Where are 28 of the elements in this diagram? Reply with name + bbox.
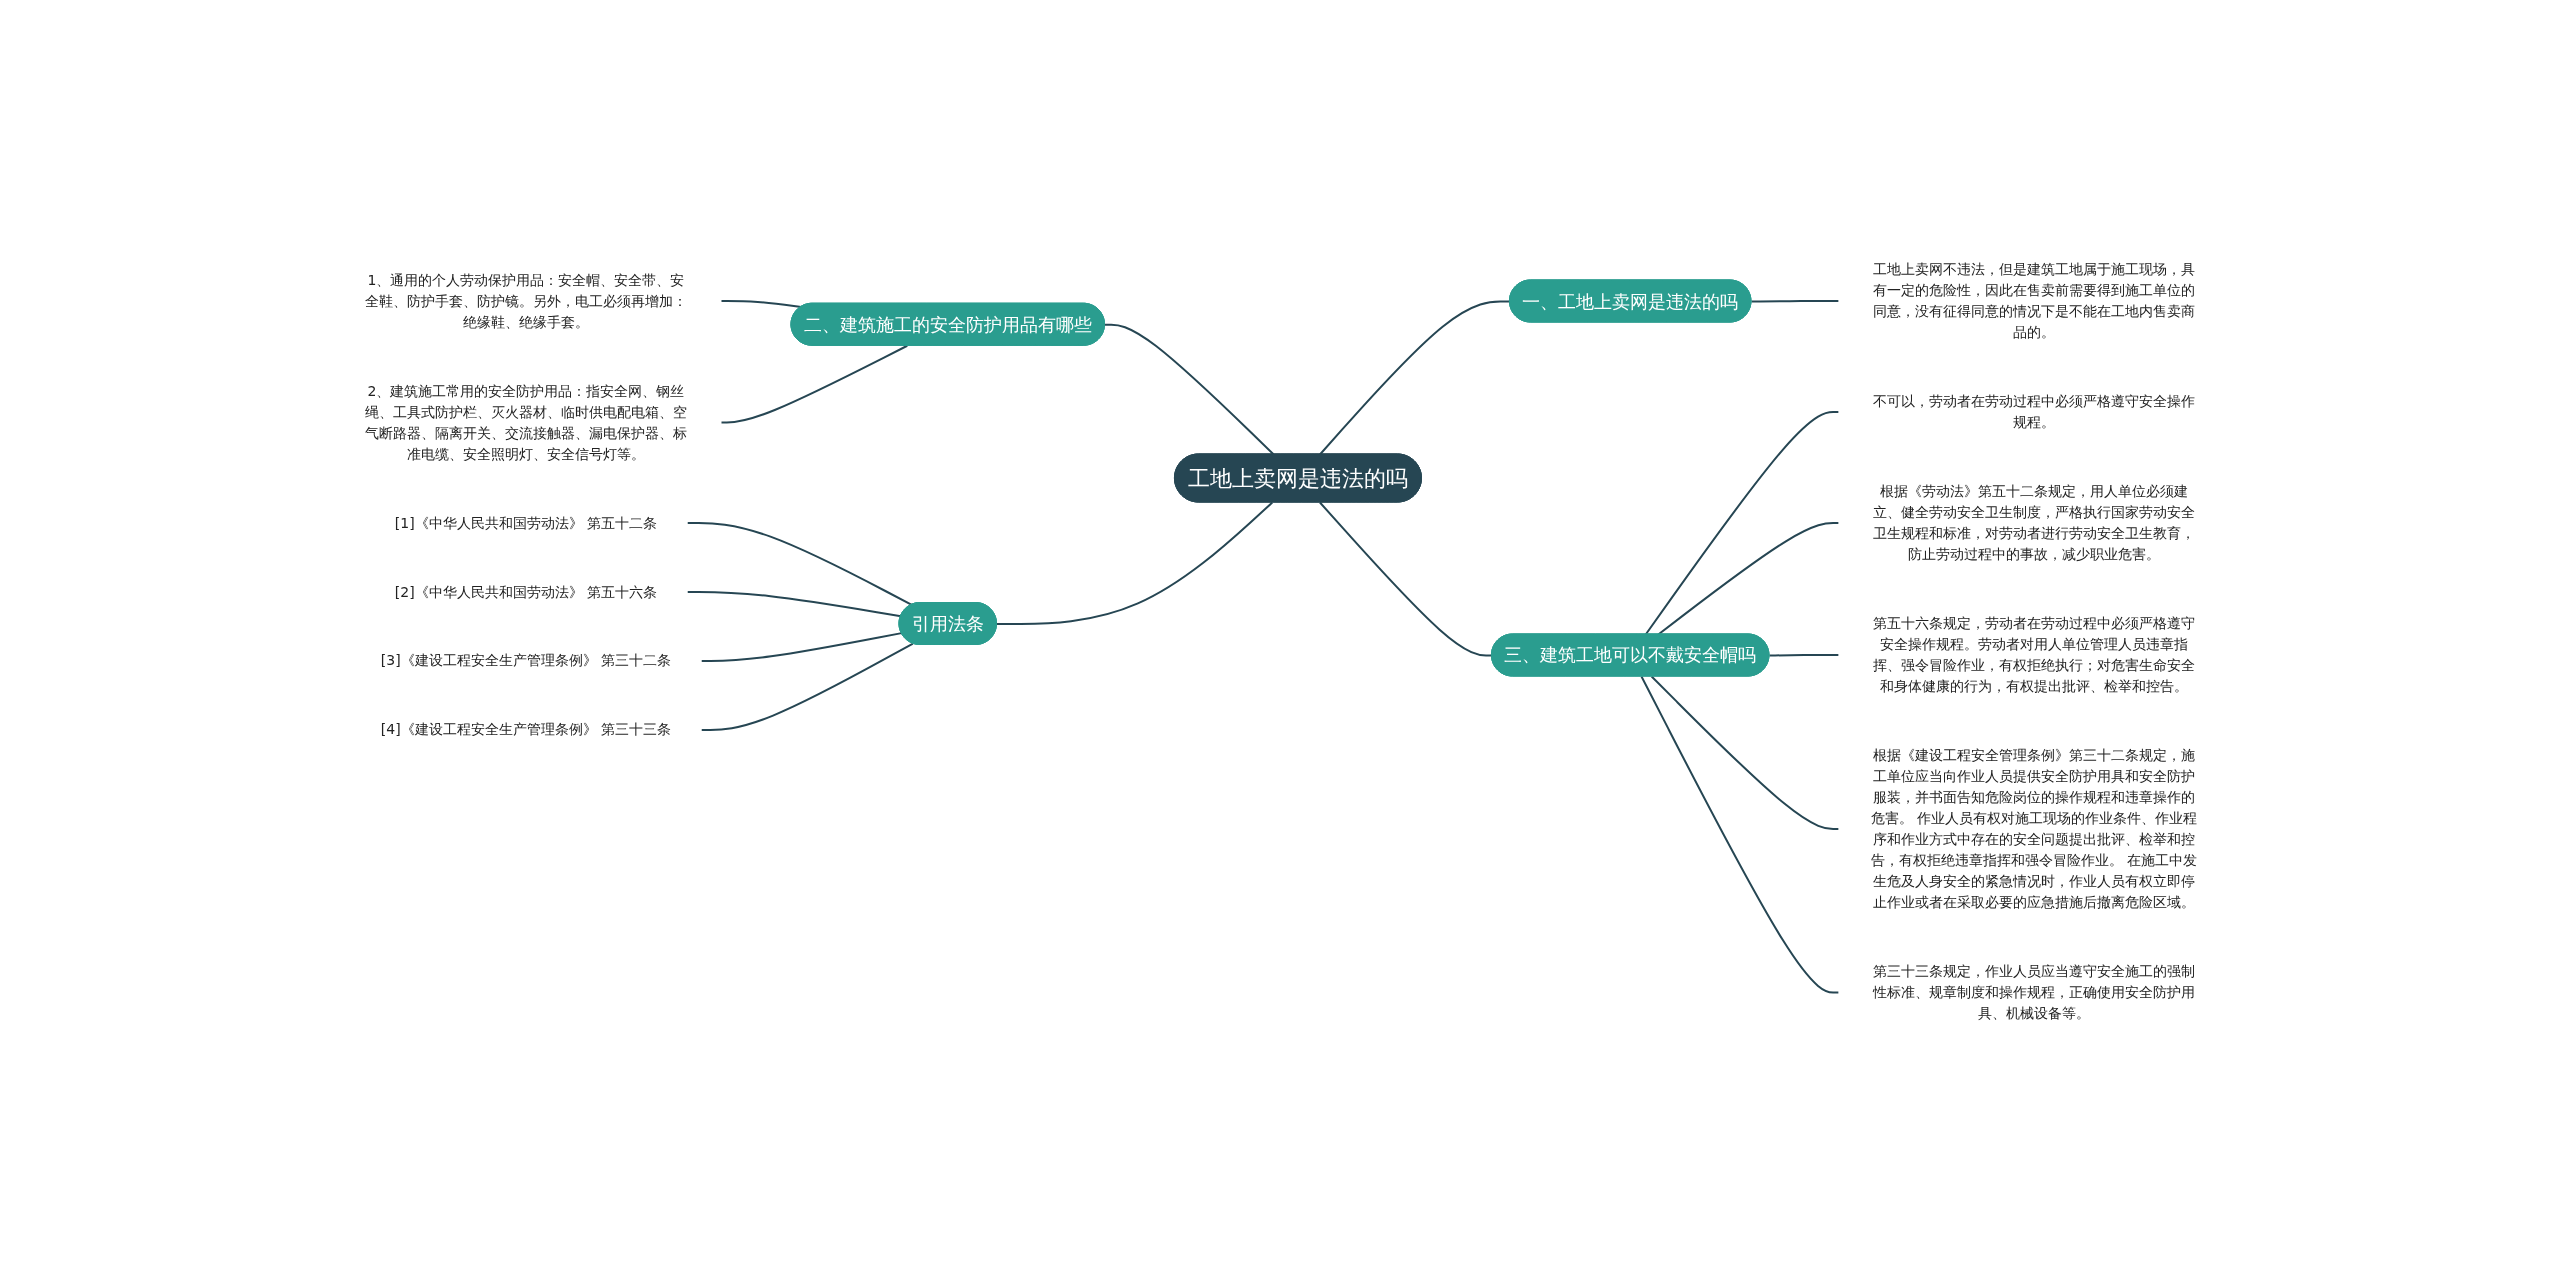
connector xyxy=(1750,300,1840,303)
connector xyxy=(720,300,803,308)
connector xyxy=(1768,654,1840,657)
connector xyxy=(700,632,903,662)
node-text: 工地上卖网不违法，但是建筑工地属于施工现场，具有一定的危险性，因此在售卖前需要得到施工单位的同意，没有征得同意的情况下是不能在工地内售卖商品的。 xyxy=(1872,261,2195,340)
connector xyxy=(720,344,909,424)
connector xyxy=(1640,675,1840,994)
connector xyxy=(686,522,913,606)
connector xyxy=(1650,675,1840,830)
node-text: 根据《建设工程安全管理条例》第三十二条规定，施工单位应当向作业人员提供安全防护用具和安全防护服装，并书面告知危险岗位的操作规程和违章操作的危害。 作业人员有权对施工现场的作业条件、作业程序和作业方式中存在的安全问题提出批评、检举和控告，有权拒绝违章指挥和强令冒险作业。 在施工中发生危及人身安全的紧急情况时，作业人员有权立即停止作业或者在采取必要的应急措施后撤离危险区域。 xyxy=(1870,747,2198,910)
connector xyxy=(1319,300,1511,456)
node-text: 2、建筑施工常用的安全防护用品：指安全网、钢丝绳、工具式防护栏、灭火器材、临时供电配电箱、空气断路器、隔离开关、交流接触器、漏电保护器、标准电缆、安全照明灯、安全信号灯等。 xyxy=(365,382,688,462)
connector xyxy=(996,501,1274,625)
connector xyxy=(1644,411,1840,636)
connector xyxy=(1657,522,1840,636)
connector xyxy=(1319,501,1493,657)
node-text: [3]《建设工程安全生产管理条例》 第三十二条 xyxy=(380,652,672,669)
node-text: 第三十三条规定，作业人员应当遵守安全施工的强制性标准、规章制度和操作规程，正确使用安全防护用具、机械设备等。 xyxy=(1872,963,2195,1021)
node-text: [2]《中华人民共和国劳动法》 第五十六条 xyxy=(394,583,658,600)
node-text: [1]《中华人民共和国劳动法》 第五十二条 xyxy=(394,514,658,531)
connector xyxy=(1104,323,1275,456)
connector xyxy=(700,642,914,731)
node-text: 1、通用的个人劳动保护用品：安全帽、安全带、安全鞋、防护手套、防护镜。另外，电工必须再增加：绝缘鞋、绝缘手套。 xyxy=(365,271,688,330)
connector xyxy=(686,591,902,618)
node-text: 第五十六条规定，劳动者在劳动过程中必须严格遵守安全操作规程。劳动者对用人单位管理人员违章指挥、强令冒险作业，有权拒绝执行；对危害生命安全和身体健康的行为，有权提出批评、检举和控告。 xyxy=(1872,615,2195,694)
node-text: 不可以，劳动者在劳动过程中必须严格遵守安全操作规程。 xyxy=(1872,393,2195,430)
node-text: 根据《劳动法》第五十二条规定，用人单位必须建立、健全劳动安全卫生制度，严格执行国家劳动安全卫生规程和标准，对劳动者进行劳动安全卫生教育，防止劳动过程中的事故，减少职业危害。 xyxy=(1872,483,2195,562)
node-text: [4]《建设工程安全生产管理条例》 第三十三条 xyxy=(380,721,672,738)
